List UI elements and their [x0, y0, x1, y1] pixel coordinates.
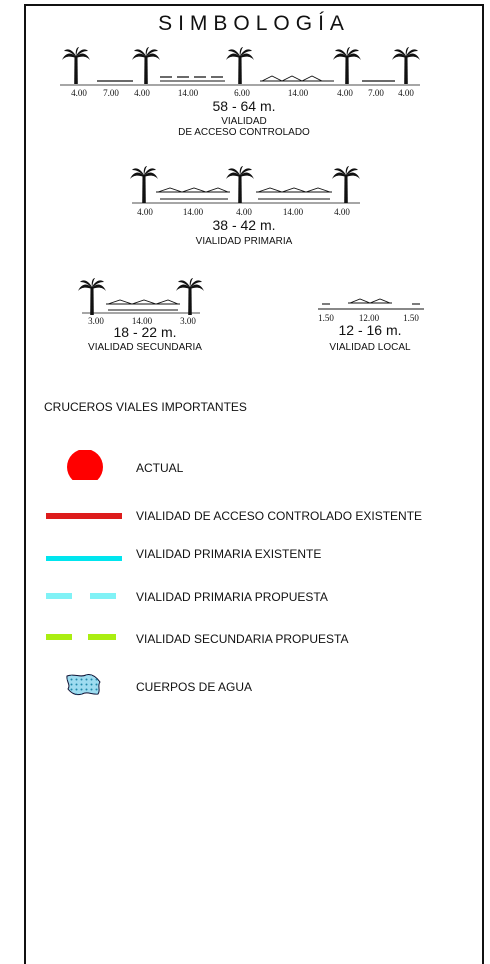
- legend-label-secundaria-propuesta: VIALIDAD SECUNDARIA PROPUESTA: [136, 632, 349, 646]
- palm-tree-icon: [333, 47, 361, 84]
- legend-label-primaria-propuesta: VIALIDAD PRIMARIA PROPUESTA: [136, 590, 328, 604]
- secundaria-width: 18 - 22 m.: [113, 324, 177, 340]
- legend-item-cuerpos-agua: CUERPOS DE AGUA: [44, 672, 464, 702]
- acceso-dim-2: 7.00: [103, 88, 119, 98]
- primaria-label: VIALIDAD PRIMARIA: [195, 236, 293, 247]
- legend-heading: CRUCEROS VIALES IMPORTANTES: [44, 400, 247, 414]
- legend-label-acceso-existente: VIALIDAD DE ACCESO CONTROLADO EXISTENTE: [136, 509, 423, 523]
- palm-tree-icon: [130, 166, 158, 203]
- local-width: 12 - 16 m.: [338, 322, 402, 338]
- acceso-dim-7: 4.00: [337, 88, 353, 98]
- secundaria-cross-section: [78, 278, 204, 315]
- acceso-dim-4: 14.00: [177, 88, 199, 98]
- palm-tree-icon: [132, 47, 160, 84]
- primaria-cross-section: [130, 166, 360, 204]
- acceso-dim-5: 6.00: [234, 88, 250, 98]
- local-dim-3: 1.50: [403, 313, 419, 323]
- acceso-label-line1: VIALIDAD: [221, 116, 267, 127]
- acceso-width: 58 - 64 m.: [212, 98, 276, 114]
- legend-label-primaria-existente: VIALIDAD PRIMARIA EXISTENTE: [136, 547, 322, 561]
- legend-item-primaria-existente: VIALIDAD PRIMARIA EXISTENTE: [44, 545, 464, 575]
- acceso-cross-section: [60, 47, 420, 86]
- legend-item-actual: ACTUAL: [44, 450, 464, 486]
- primaria-dim-3: 4.00: [236, 207, 252, 217]
- legend-frame: [24, 4, 484, 964]
- primaria-dim-5: 4.00: [334, 207, 350, 217]
- local-dim-1: 1.50: [318, 313, 334, 323]
- secundaria-label: VIALIDAD SECUNDARIA: [88, 342, 202, 353]
- acceso-dim-9: 4.00: [398, 88, 414, 98]
- palm-tree-icon: [392, 47, 420, 84]
- light-cyan-dashed-line-icon: [46, 593, 116, 599]
- local-label: VIALIDAD LOCAL: [329, 342, 411, 353]
- acceso-dim-6: 14.00: [287, 88, 309, 98]
- legend-label-actual: ACTUAL: [136, 461, 184, 475]
- secundaria-dim-2: 14.00: [131, 316, 153, 326]
- primaria-dim-4: 14.00: [282, 207, 304, 217]
- legend-item-secundaria-propuesta: VIALIDAD SECUNDARIA PROPUESTA: [44, 630, 464, 660]
- legend-item-acceso-existente: VIALIDAD DE ACCESO CONTROLADO EXISTENTE: [44, 505, 464, 535]
- acceso-dim-3: 4.00: [134, 88, 150, 98]
- local-cross-section: [318, 298, 424, 310]
- secundaria-dim-1: 3.00: [88, 316, 104, 326]
- primaria-width: 38 - 42 m.: [212, 217, 276, 233]
- acceso-label-line2: DE ACCESO CONTROLADO: [178, 127, 310, 138]
- palm-tree-icon: [332, 166, 360, 203]
- cyan-solid-line-icon: [46, 556, 122, 561]
- palm-tree-icon: [62, 47, 90, 84]
- acceso-dim-1: 4.00: [71, 88, 87, 98]
- legend-label-cuerpos-agua: CUERPOS DE AGUA: [136, 680, 253, 694]
- acceso-dim-8: 7.00: [368, 88, 384, 98]
- secundaria-dim-3: 3.00: [180, 316, 196, 326]
- primaria-dim-2: 14.00: [182, 207, 204, 217]
- palm-tree-icon: [78, 278, 106, 315]
- red-solid-line-icon: [46, 513, 122, 519]
- green-dashed-line-icon: [46, 634, 116, 640]
- primaria-dim-1: 4.00: [137, 207, 153, 217]
- palm-tree-icon: [226, 166, 254, 203]
- water-body-icon: [66, 674, 101, 696]
- local-dim-2: 12.00: [358, 313, 380, 323]
- legend-item-primaria-propuesta: VIALIDAD PRIMARIA PROPUESTA: [44, 588, 464, 618]
- palm-tree-icon: [176, 278, 204, 315]
- palm-tree-icon: [226, 47, 254, 84]
- legend-title: SIMBOLOGÍA: [158, 12, 350, 35]
- red-circle-icon: [67, 450, 103, 480]
